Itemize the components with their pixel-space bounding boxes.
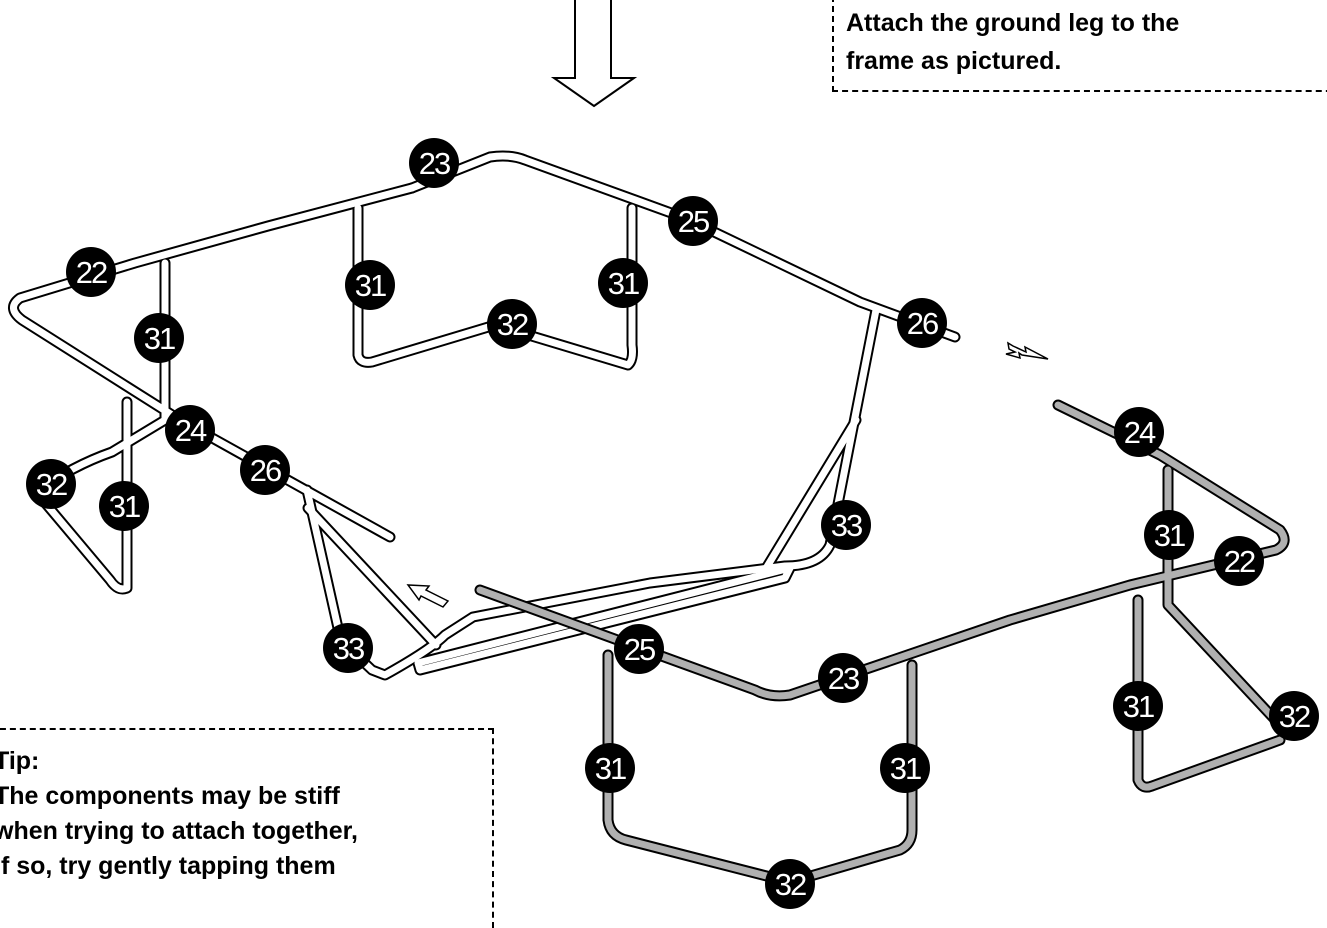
- tip-note: Tip: The components may be stiff when tr…: [0, 728, 494, 928]
- tip-line: The components may be stiff: [0, 782, 340, 810]
- attach-arrow-left: [406, 584, 450, 608]
- svg-text:26: 26: [907, 306, 938, 341]
- svg-text:31: 31: [355, 268, 386, 303]
- svg-text:22: 22: [76, 255, 107, 290]
- part-badge-31: 31: [134, 313, 184, 363]
- part-badge-26: 26: [240, 445, 290, 495]
- part-badge-31: 31: [1113, 681, 1163, 731]
- svg-text:32: 32: [1279, 699, 1310, 734]
- part-badge-24: 24: [165, 405, 215, 455]
- svg-text:32: 32: [36, 467, 67, 502]
- part-badge-31: 31: [880, 743, 930, 793]
- svg-text:33: 33: [831, 508, 862, 543]
- svg-text:31: 31: [608, 266, 639, 301]
- svg-text:31: 31: [144, 321, 175, 356]
- part-badge-24: 24: [1114, 407, 1164, 457]
- svg-text:32: 32: [497, 307, 528, 342]
- part-badge-31: 31: [598, 258, 648, 308]
- part-badge-32: 32: [487, 299, 537, 349]
- part-badge-22: 22: [1214, 536, 1264, 586]
- svg-text:24: 24: [175, 413, 207, 448]
- part-badge-31: 31: [99, 481, 149, 531]
- svg-text:31: 31: [1154, 518, 1185, 553]
- svg-text:23: 23: [828, 661, 859, 696]
- svg-text:26: 26: [250, 453, 281, 488]
- svg-text:31: 31: [595, 751, 626, 786]
- svg-text:32: 32: [775, 867, 806, 902]
- part-badge-22: 22: [66, 247, 116, 297]
- part-badge-32: 32: [765, 859, 815, 909]
- ground-leg-assembly: [474, 399, 1290, 888]
- part-badge-31: 31: [585, 743, 635, 793]
- instruction-line: Attach the ground leg to the: [846, 9, 1180, 37]
- tip-heading: Tip:: [0, 747, 40, 775]
- svg-text:25: 25: [678, 204, 709, 239]
- svg-text:23: 23: [419, 146, 450, 181]
- svg-text:33: 33: [333, 631, 364, 666]
- part-badge-26: 26: [897, 298, 947, 348]
- tip-line: when trying to attach together,: [0, 817, 358, 845]
- attach-arrow-right: [1005, 341, 1049, 360]
- part-badge-32: 32: [1269, 691, 1319, 741]
- part-badge-25: 25: [614, 624, 664, 674]
- svg-text:24: 24: [1124, 415, 1156, 450]
- part-badge-33: 33: [323, 623, 373, 673]
- svg-text:25: 25: [624, 632, 655, 667]
- part-badge-31: 31: [345, 260, 395, 310]
- part-badge-31: 31: [1144, 510, 1194, 560]
- tip-line: if so, try gently tapping them: [0, 852, 336, 880]
- part-badge-33: 33: [821, 500, 871, 550]
- part-badge-23: 23: [818, 653, 868, 703]
- instruction-note: Attach the ground leg to the frame as pi…: [832, 0, 1327, 92]
- part-badges: 22 23 24 25 26 26 31 31 31 31 32 32 33 3…: [26, 138, 1319, 909]
- svg-text:31: 31: [1123, 689, 1154, 724]
- svg-text:31: 31: [890, 751, 921, 786]
- part-badge-25: 25: [668, 196, 718, 246]
- part-badge-23: 23: [409, 138, 459, 188]
- part-badge-32: 32: [26, 459, 76, 509]
- svg-text:22: 22: [1224, 544, 1255, 579]
- svg-text:31: 31: [109, 489, 140, 524]
- instruction-line: frame as pictured.: [846, 47, 1062, 75]
- insert-direction-arrow: [550, 0, 638, 108]
